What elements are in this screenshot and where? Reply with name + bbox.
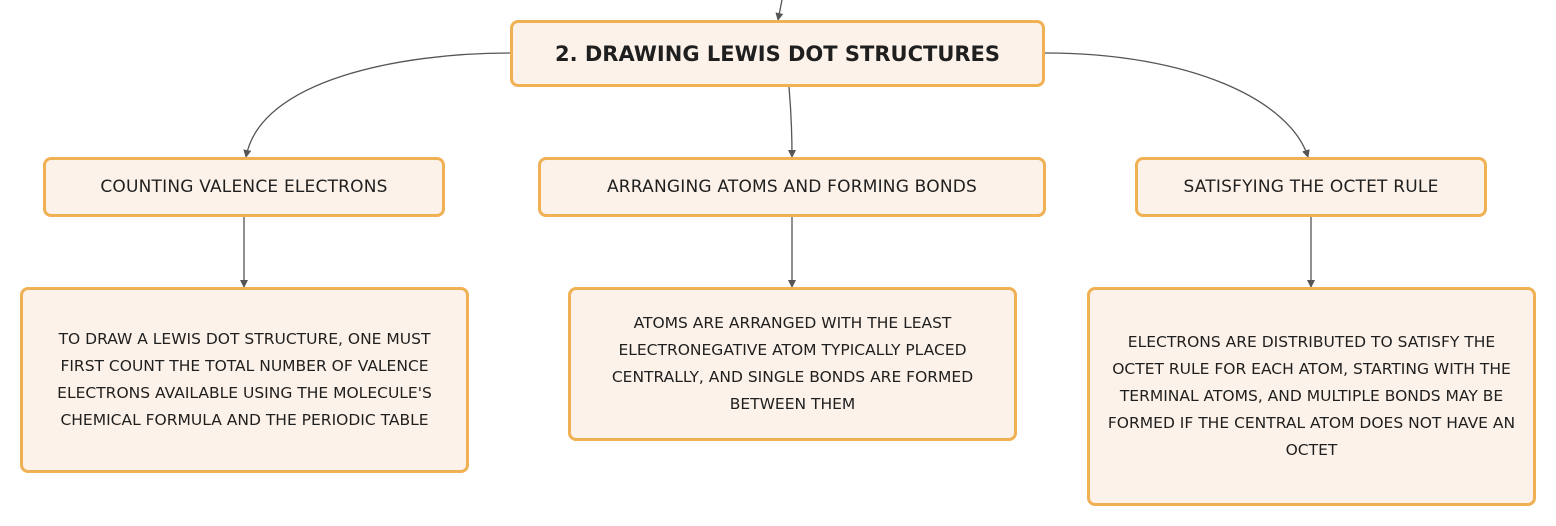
branch-node-arranging-atoms[interactable]: ARRANGING ATOMS AND FORMING BONDS — [538, 157, 1046, 217]
detail-node-text: TO DRAW A LEWIS DOT STRUCTURE, ONE MUST … — [57, 330, 432, 429]
connector-incoming-root — [775, 0, 784, 21]
root-node-label: 2. DRAWING LEWIS DOT STRUCTURES — [554, 41, 1001, 66]
branch-node-label: COUNTING VALENCE ELECTRONS — [100, 177, 388, 197]
connector-root-to-counting-valence-electrons — [243, 52, 511, 158]
detail-node-satisfying-octet-rule[interactable]: ELECTRONS ARE DISTRIBUTED TO SATISFY THE… — [1087, 287, 1536, 506]
connector-root-to-arranging-atoms — [787, 86, 796, 158]
branch-node-satisfying-octet-rule[interactable]: SATISFYING THE OCTET RULE — [1135, 157, 1487, 217]
branch-node-label: SATISFYING THE OCTET RULE — [1183, 177, 1439, 197]
detail-node-text: ELECTRONS ARE DISTRIBUTED TO SATISFY THE… — [1107, 333, 1516, 459]
root-node[interactable]: 2. DRAWING LEWIS DOT STRUCTURES — [510, 20, 1045, 87]
detail-node-text: ATOMS ARE ARRANGED WITH THE LEAST ELECTR… — [611, 314, 974, 413]
detail-node-arranging-atoms[interactable]: ATOMS ARE ARRANGED WITH THE LEAST ELECTR… — [568, 287, 1017, 441]
connector-root-to-satisfying-octet-rule — [1044, 52, 1310, 158]
branch-node-counting-valence-electrons[interactable]: COUNTING VALENCE ELECTRONS — [43, 157, 445, 217]
branch-node-label: ARRANGING ATOMS AND FORMING BONDS — [606, 177, 978, 197]
detail-node-counting-valence-electrons[interactable]: TO DRAW A LEWIS DOT STRUCTURE, ONE MUST … — [20, 287, 469, 473]
